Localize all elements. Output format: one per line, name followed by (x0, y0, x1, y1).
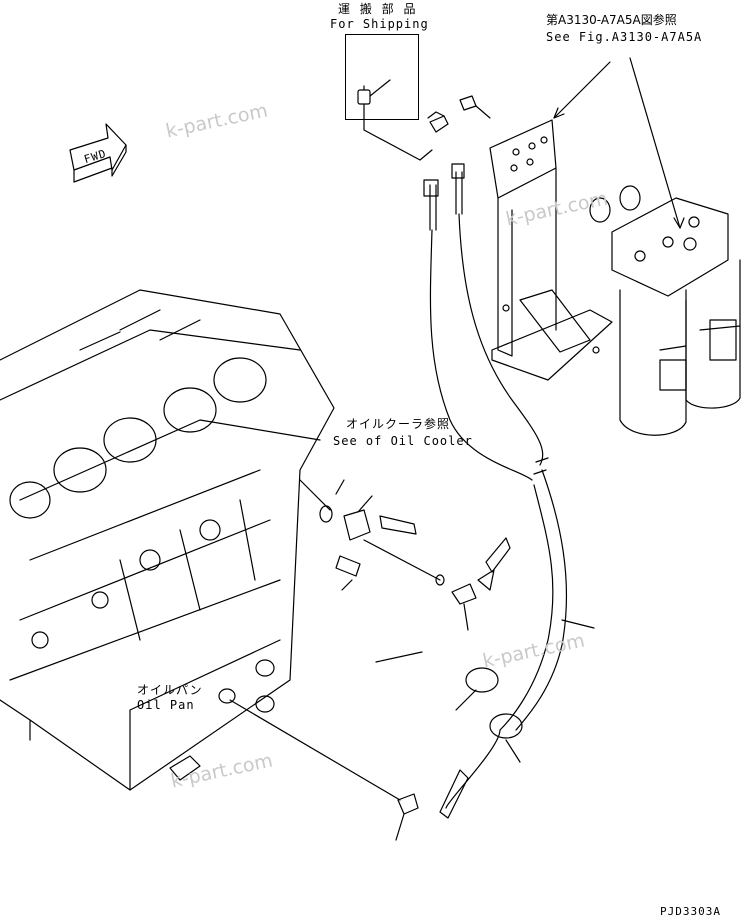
filter-bracket (489, 119, 613, 381)
engine-block (0, 289, 335, 791)
ref-arrowhead (553, 107, 565, 119)
ref-fig-label-en: See Fig.A3130-A7A5A (546, 30, 703, 44)
drawing-code: PJD3303A (660, 905, 721, 918)
shipping-box (345, 34, 419, 120)
leader-lines (341, 495, 595, 763)
shipping-label-en: For Shipping (330, 17, 429, 31)
ref-fig-label-jp: 第A3130-A7A5A図参照 (546, 13, 677, 27)
o-ring-icon (589, 197, 611, 223)
shipping-label-jp: 運 搬 部 品 (338, 2, 419, 16)
adapter-parts (299, 479, 441, 581)
o-ring-icon (619, 185, 641, 211)
hose-lines (423, 163, 568, 731)
elbow-fitting-icon (427, 95, 491, 133)
oil-cooler-label-jp: オイルクーラ参照 (346, 417, 451, 431)
hose-clamp-icon (489, 713, 523, 739)
oil-pan-label-jp: オイルパン (137, 683, 203, 697)
fwd-arrow-icon (69, 123, 127, 183)
hose-fittings (229, 537, 511, 841)
ref-arrow (629, 57, 681, 229)
shipping-leader (363, 103, 433, 161)
ref-arrow (553, 61, 611, 119)
oil-pan-label-en: Oil Pan (137, 698, 195, 712)
oil-filter-assembly (611, 197, 741, 436)
ref-arrowhead (673, 217, 685, 229)
oil-cooler-label-en: See of Oil Cooler (333, 434, 473, 448)
hose-clamp-icon (465, 667, 499, 693)
